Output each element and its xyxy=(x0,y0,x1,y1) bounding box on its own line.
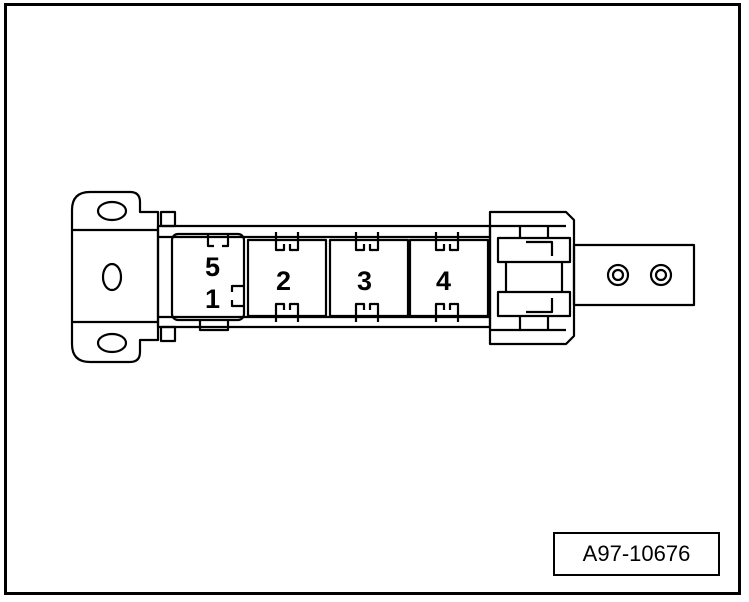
label-position-3: 3 xyxy=(357,266,372,296)
center-mounting-hole xyxy=(101,262,123,292)
bottom-clips xyxy=(274,302,460,322)
slot-3 xyxy=(328,238,410,318)
label-position-5: 5 xyxy=(205,252,220,282)
top-mounting-hole xyxy=(96,200,128,222)
label-position-2: 2 xyxy=(276,266,291,296)
figure-frame xyxy=(4,3,741,595)
upper-tab xyxy=(159,210,177,228)
left-mounting-flange xyxy=(70,190,160,364)
clip-51-bottom xyxy=(198,320,230,332)
slot-4 xyxy=(408,238,490,318)
slot-2 xyxy=(246,238,328,318)
top-clips xyxy=(274,232,460,252)
clip-5-top xyxy=(206,234,230,248)
bottom-mounting-hole xyxy=(96,332,128,354)
lower-tab xyxy=(159,325,177,343)
label-position-1: 1 xyxy=(205,284,220,314)
figure-reference-code: A97-10676 xyxy=(553,532,720,576)
terminal-plate xyxy=(572,243,696,307)
clip-1-right xyxy=(230,284,244,308)
connector-housing xyxy=(488,210,576,346)
label-position-4: 4 xyxy=(436,266,451,296)
terminal-hole-right xyxy=(649,263,673,287)
terminal-hole-left xyxy=(606,263,630,287)
